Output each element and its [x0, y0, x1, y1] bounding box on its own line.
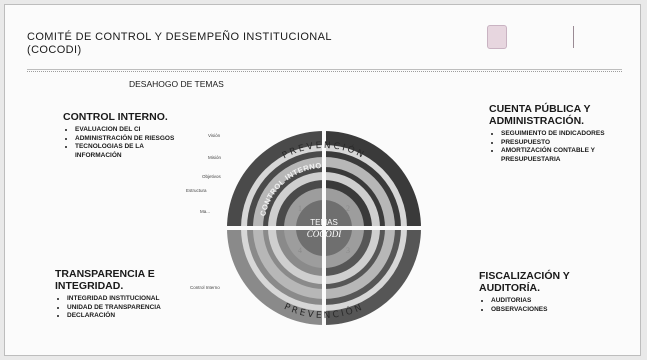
- list-item: AUDITORIAS: [491, 297, 619, 306]
- block-title-line-2: INTEGRIDAD.: [55, 280, 124, 292]
- institution-logos: [487, 25, 622, 49]
- block-title: FISCALIZACIÓN Y AUDITORÍA.: [479, 270, 619, 294]
- block-list: EVALUACION DEL CI ADMINISTRACIÓN DE RIES…: [63, 126, 188, 160]
- list-item: PRESUPUESTO: [501, 139, 619, 148]
- block-list: SEGUIMIENTO DE INDICADORES PRESUPUESTO A…: [489, 130, 619, 164]
- page-title: COMITÉ DE CONTROL Y DESEMPEÑO INSTITUCIO…: [27, 31, 332, 57]
- number-1: 1: [298, 204, 302, 213]
- block-title: CONTROL INTERNO.: [63, 111, 168, 123]
- side-label: Objetivos: [202, 174, 222, 179]
- block-title-line-1: TRANSPARENCIA E: [55, 268, 155, 280]
- block-list: INTEGRIDAD INSTITUCIONAL UNIDAD DE TRANS…: [55, 295, 185, 321]
- number-4: 4: [298, 246, 302, 255]
- number-2: 2: [346, 204, 350, 213]
- header-rule: [27, 69, 622, 70]
- slide: COMITÉ DE CONTROL Y DESEMPEÑO INSTITUCIO…: [4, 4, 641, 356]
- list-item: SEGUIMIENTO DE INDICADORES: [501, 130, 619, 139]
- side-label: Visión: [208, 133, 221, 138]
- block-cuenta-publica: CUENTA PÚBLICA Y ADMINISTRACIÓN. SEGUIMI…: [489, 103, 619, 164]
- number-3: 3: [346, 246, 350, 255]
- side-label: Estructura: [186, 188, 207, 193]
- wheel-svg: PREVENCIÓN PREVENCIÓN CONTROL INTERNO TE…: [186, 123, 428, 333]
- side-label: Ma...: [200, 209, 210, 214]
- block-title-line-2: ADMINISTRACIÓN.: [489, 115, 585, 127]
- header-rule-dotted: [27, 71, 622, 72]
- list-item: TECNOLOGIAS DE LA INFORMACIÓN: [75, 143, 188, 160]
- side-label: Control Interno: [190, 285, 220, 290]
- block-control-interno: CONTROL INTERNO. EVALUACION DEL CI ADMIN…: [63, 111, 188, 160]
- list-item: INTEGRIDAD INSTITUCIONAL: [67, 295, 185, 304]
- emblem-icon: [487, 25, 507, 49]
- cocodi-wheel-diagram: PREVENCIÓN PREVENCIÓN CONTROL INTERNO TE…: [186, 103, 450, 353]
- title-line-1: COMITÉ DE CONTROL Y DESEMPEÑO INSTITUCIO…: [27, 31, 332, 43]
- block-title-line-2: AUDITORÍA.: [479, 282, 541, 294]
- list-item: ADMINISTRACIÓN DE RIESGOS: [75, 135, 188, 144]
- block-title-line-1: FISCALIZACIÓN Y: [479, 270, 570, 282]
- list-item: UNIDAD DE TRANSPARENCIA: [67, 304, 185, 313]
- center-label-2: COCODI: [307, 229, 343, 239]
- list-item: OBSERVACIONES: [491, 306, 619, 315]
- list-item: AMORTIZACIÓN CONTABLE Y PRESUPUESTARIA: [501, 147, 619, 164]
- logo-divider: [573, 26, 574, 48]
- title-line-2: (COCODI): [27, 44, 82, 56]
- block-list: AUDITORIAS OBSERVACIONES: [479, 297, 619, 314]
- block-title: TRANSPARENCIA E INTEGRIDAD.: [55, 268, 185, 292]
- block-title: CUENTA PÚBLICA Y ADMINISTRACIÓN.: [489, 103, 619, 127]
- list-item: DECLARACIÓN: [67, 312, 185, 321]
- list-item: EVALUACION DEL CI: [75, 126, 188, 135]
- subtitle: DESAHOGO DE TEMAS: [129, 79, 224, 89]
- block-fiscalizacion: FISCALIZACIÓN Y AUDITORÍA. AUDITORIAS OB…: [479, 270, 619, 314]
- block-title-line-1: CUENTA PÚBLICA Y: [489, 103, 591, 115]
- block-transparencia: TRANSPARENCIA E INTEGRIDAD. INTEGRIDAD I…: [55, 268, 185, 321]
- side-label: Misión: [208, 155, 222, 160]
- center-label-1: TEMAS: [310, 218, 338, 227]
